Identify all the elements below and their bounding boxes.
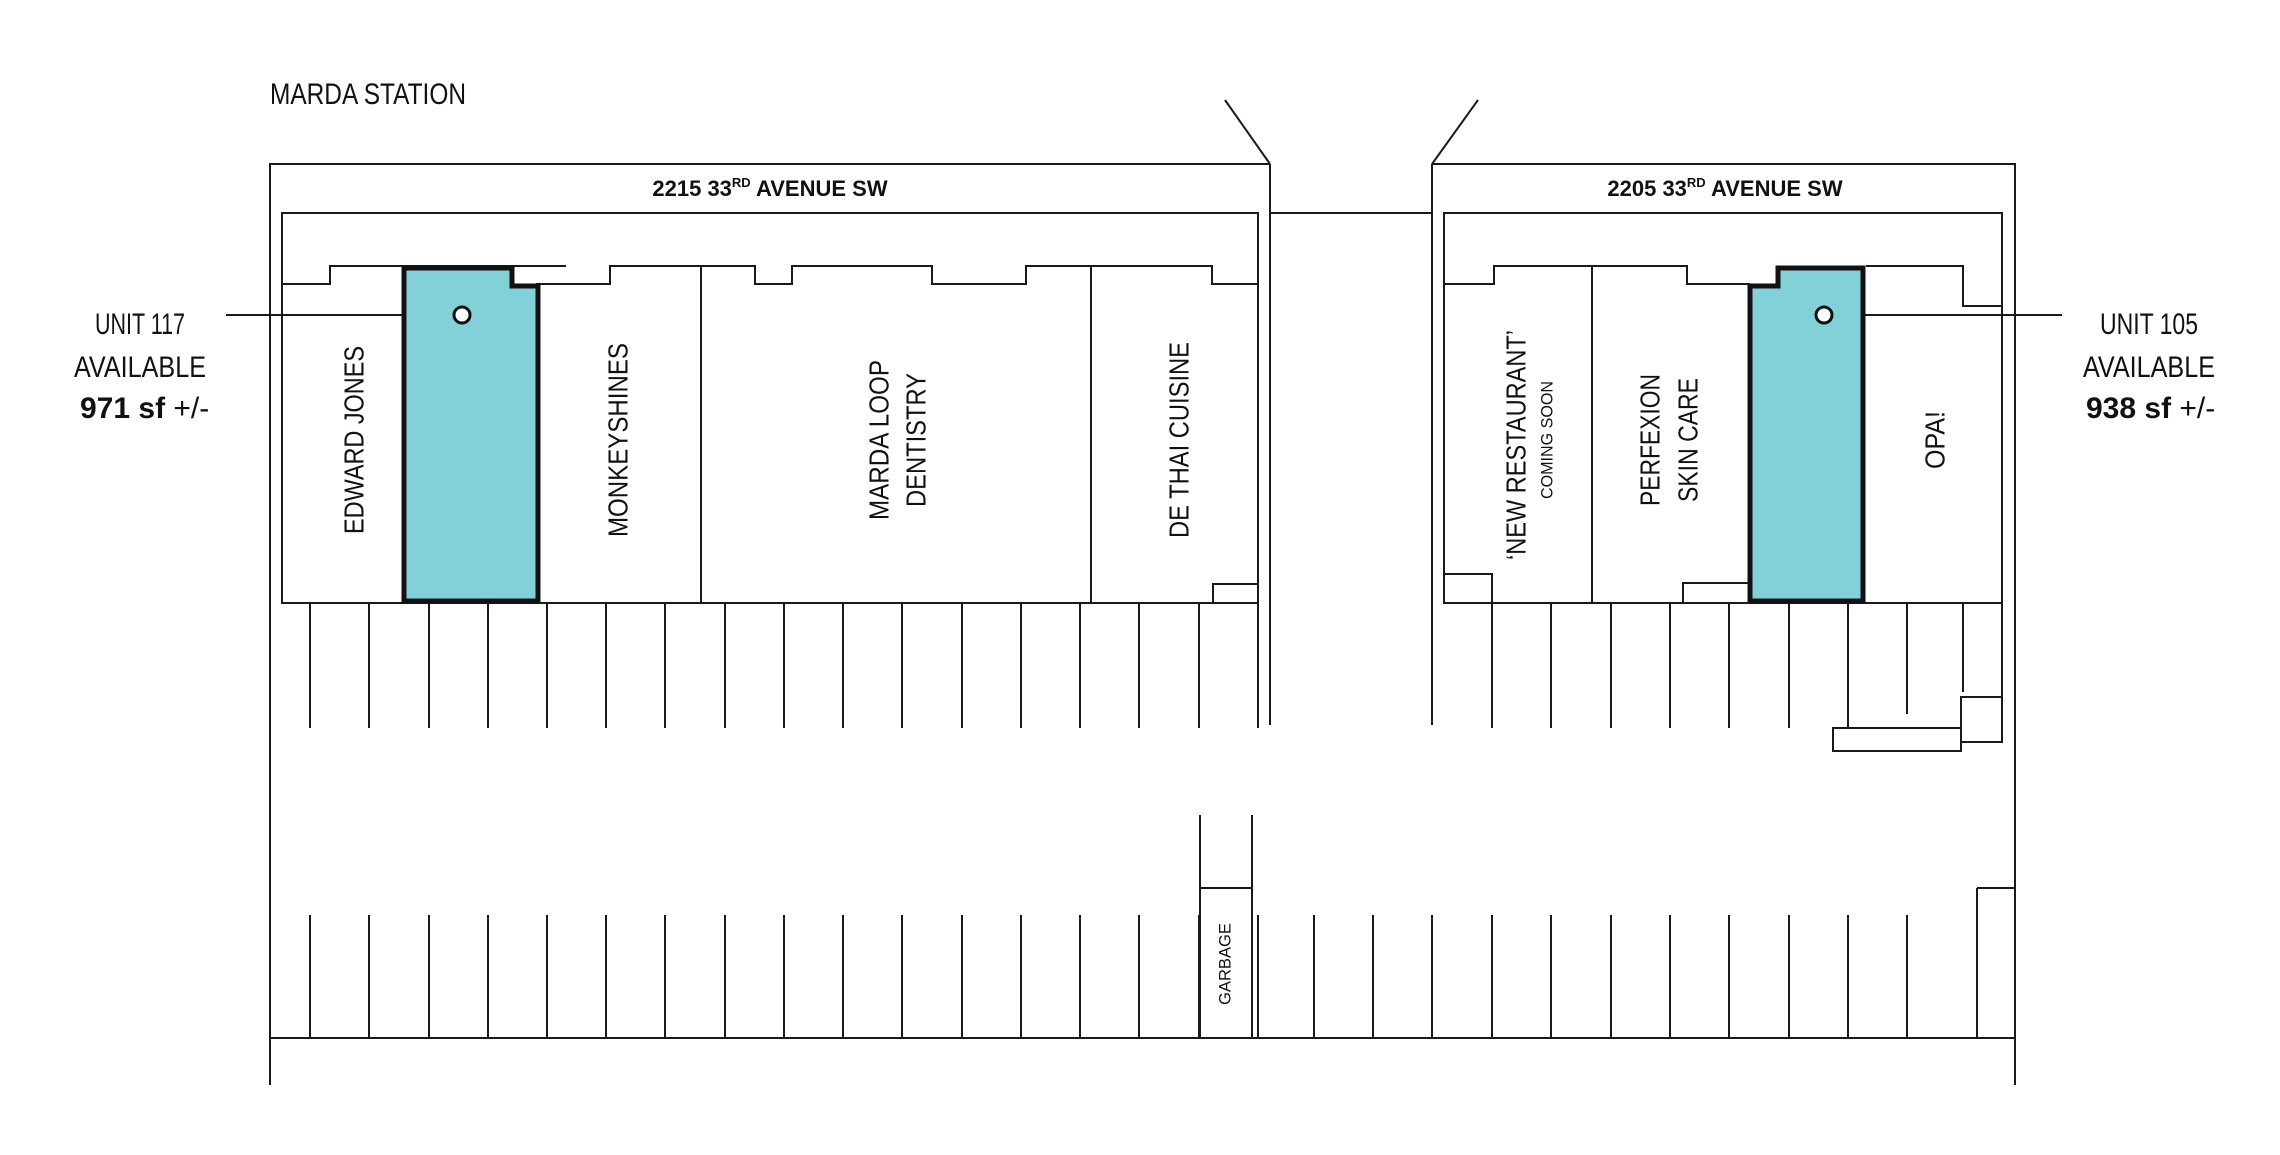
unit-105-area-tolerance: +/- [2171, 392, 2215, 425]
tenant-marda-loop-line1: MARDA LOOP [863, 360, 894, 520]
left-building [281, 212, 1259, 604]
unit-105-marker-icon [1814, 305, 1834, 325]
site-boundary [269, 99, 2016, 1085]
right-step-box [1682, 582, 1750, 603]
unit-105-area-value: 938 sf [2086, 392, 2172, 425]
tenant-coming-soon: COMING SOON [1537, 381, 1556, 499]
tenant-perfexion-line2: SKIN CARE [1672, 378, 1703, 502]
unit-117-area-tolerance: +/- [165, 392, 209, 425]
right-building [1443, 212, 2003, 604]
right-ramp [1832, 727, 1962, 752]
garbage-enclosure [1199, 815, 1253, 1038]
unit-117-marker-icon [452, 305, 472, 325]
unit-105-area: 938 sf +/- [2086, 392, 2215, 425]
right-building-address: 2205 33RD AVENUE SW [1607, 175, 1842, 201]
unit-105-available[interactable] [1747, 265, 1866, 604]
right-small-box [1960, 696, 2003, 743]
unit-117-area: 971 sf +/- [80, 392, 209, 425]
left-building-address: 2215 33RD AVENUE SW [652, 175, 887, 201]
unit-117-available[interactable] [401, 265, 541, 604]
bottom-stalls [309, 887, 2015, 1038]
top-stalls [309, 603, 2003, 743]
unit-105-status: AVAILABLE [2083, 351, 2215, 384]
tenant-opa: OPA! [1919, 411, 1950, 469]
tenant-monkeyshines: MONKEYSHINES [602, 343, 633, 537]
page-title: MARDA STATION [270, 78, 466, 111]
garbage-label: GARBAGE [1215, 923, 1234, 1005]
unit-117-area-value: 971 sf [80, 392, 166, 425]
tenant-de-thai-cuisine: DE THAI CUISINE [1163, 342, 1194, 538]
plan-lines [226, 99, 2062, 1085]
tenant-marda-loop-line2: DENTISTRY [900, 373, 931, 507]
tenant-new-restaurant: ‘NEW RESTAURANT’ [1500, 330, 1531, 560]
tenant-perfexion-line1: PERFEXION [1634, 374, 1665, 506]
right-frontage [1444, 265, 2002, 603]
left-corner-box [1212, 583, 1258, 603]
unit-117-status: AVAILABLE [74, 351, 206, 384]
unit-105-label[interactable]: UNIT 105 [2100, 308, 2198, 341]
right-corner-box [1444, 573, 1493, 603]
unit-117-label[interactable]: UNIT 117 [95, 308, 185, 341]
tenant-edward-jones: EDWARD JONES [338, 346, 369, 534]
